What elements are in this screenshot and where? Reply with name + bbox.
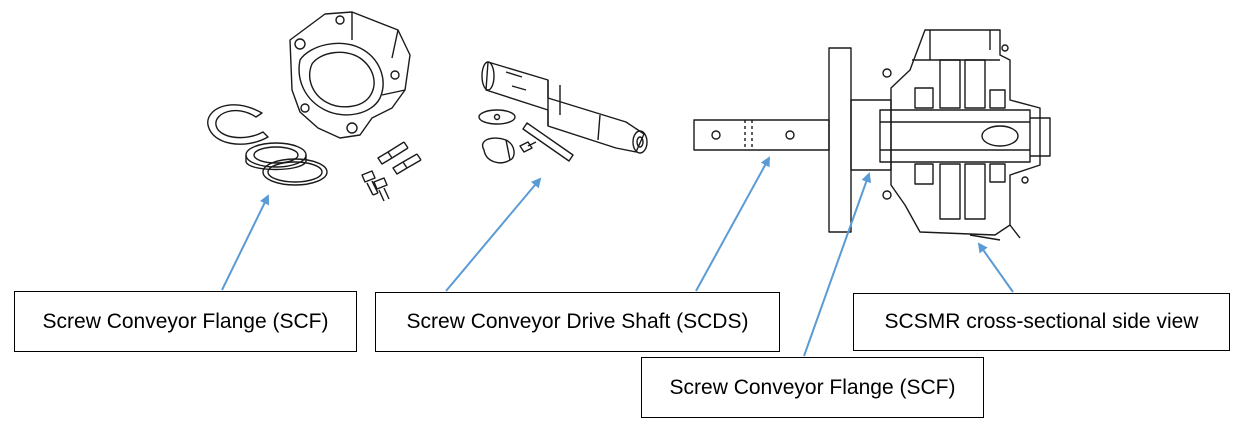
callout-arrows xyxy=(221,156,1014,357)
arrow-scds-shaft xyxy=(695,156,770,292)
washer-disc xyxy=(262,158,328,186)
cross-section-illustration xyxy=(693,29,1051,241)
spacer-disc xyxy=(478,109,516,125)
bearing-bottom xyxy=(914,163,1006,220)
arrow-scf-left xyxy=(221,194,269,291)
label-screw-conveyor-flange-left: Screw Conveyor Flange (SCF) xyxy=(14,291,357,352)
set-screw xyxy=(519,141,537,153)
label-text: Screw Conveyor Flange (SCF) xyxy=(42,309,329,333)
flange-parts-illustration xyxy=(207,11,422,202)
flange-housing xyxy=(289,11,411,139)
arrow-scf-bottom xyxy=(803,172,872,357)
arrow-scds xyxy=(445,177,542,292)
shaft-body xyxy=(485,61,645,153)
label-screw-conveyor-flange-bottom: Screw Conveyor Flange (SCF) xyxy=(641,357,984,418)
shaft-key xyxy=(522,122,574,162)
bearing-top xyxy=(914,59,1006,109)
flange-plate xyxy=(828,47,852,233)
label-text: SCSMR cross-sectional side view xyxy=(884,310,1199,333)
shaft-end xyxy=(693,119,830,151)
label-text: Screw Conveyor Drive Shaft (SCDS) xyxy=(406,310,749,333)
label-text: Screw Conveyor Flange (SCF) xyxy=(669,375,956,399)
label-screw-conveyor-drive-shaft: Screw Conveyor Drive Shaft (SCDS) xyxy=(375,292,780,352)
drive-shaft-illustration xyxy=(478,61,648,164)
gear-housing xyxy=(890,29,1041,236)
split-collar xyxy=(481,137,515,164)
bolts xyxy=(361,141,422,202)
label-scsmr-cross-section: SCSMR cross-sectional side view xyxy=(853,293,1230,351)
arrow-scsmr xyxy=(977,242,1014,293)
retaining-ring xyxy=(207,104,269,145)
